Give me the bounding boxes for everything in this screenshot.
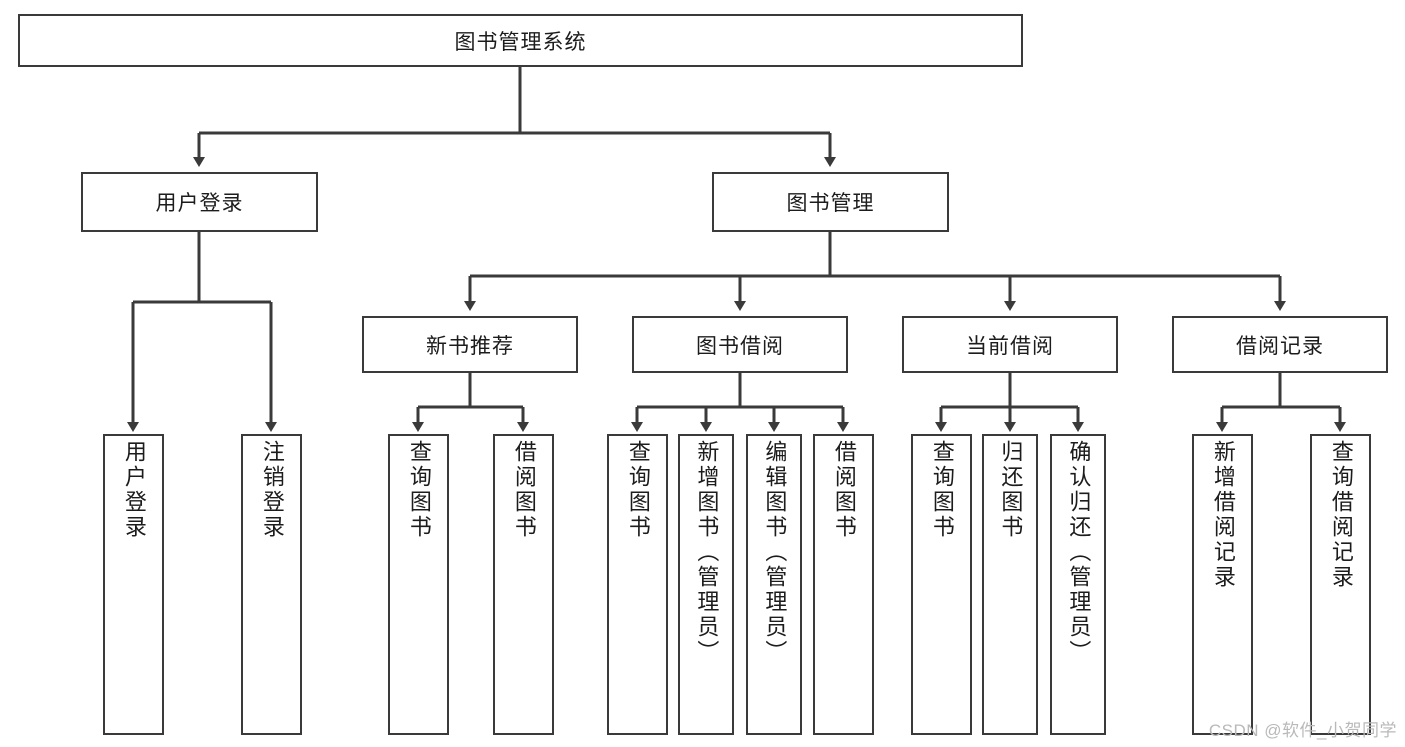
node-label: 图书管理 bbox=[786, 192, 875, 215]
node-current-borrow[interactable]: 当前借阅 bbox=[902, 316, 1118, 373]
node-leaf-borrow-book-2[interactable]: 借阅图书 bbox=[813, 434, 874, 735]
node-label: 查询图书 bbox=[625, 440, 651, 540]
node-label: 查询图书 bbox=[929, 440, 955, 540]
node-label: 用户登录 bbox=[121, 440, 147, 540]
node-book-management[interactable]: 图书管理 bbox=[712, 172, 949, 232]
node-label: 图书借阅 bbox=[696, 334, 784, 358]
node-leaf-borrow-book-1[interactable]: 借阅图书 bbox=[493, 434, 554, 735]
node-label: 新增图书（管理员） bbox=[694, 440, 720, 665]
node-label: 借阅图书 bbox=[831, 440, 857, 540]
node-user-login[interactable]: 用户登录 bbox=[81, 172, 318, 232]
node-leaf-query-book-1[interactable]: 查询图书 bbox=[388, 434, 449, 735]
node-leaf-return-book[interactable]: 归还图书 bbox=[982, 434, 1038, 735]
node-label: 当前借阅 bbox=[966, 334, 1054, 358]
node-label: 新增借阅记录 bbox=[1210, 440, 1236, 590]
node-leaf-query-book-3[interactable]: 查询图书 bbox=[911, 434, 972, 735]
node-label: 确认归还（管理员） bbox=[1066, 440, 1092, 665]
csdn-watermark: CSDN @软件_小贺同学 bbox=[1208, 721, 1397, 740]
node-leaf-add-book[interactable]: 新增图书（管理员） bbox=[678, 434, 734, 735]
node-leaf-edit-book[interactable]: 编辑图书（管理员） bbox=[746, 434, 802, 735]
node-label: 编辑图书（管理员） bbox=[762, 440, 788, 665]
node-leaf-logout[interactable]: 注销登录 bbox=[241, 434, 302, 735]
node-leaf-add-record[interactable]: 新增借阅记录 bbox=[1192, 434, 1253, 735]
node-label: 注销登录 bbox=[259, 440, 285, 540]
node-leaf-confirm-return[interactable]: 确认归还（管理员） bbox=[1050, 434, 1106, 735]
node-new-book-recommend[interactable]: 新书推荐 bbox=[362, 316, 578, 373]
node-label: 归还图书 bbox=[998, 440, 1024, 540]
node-borrow-record[interactable]: 借阅记录 bbox=[1172, 316, 1388, 373]
node-label: 借阅记录 bbox=[1236, 334, 1324, 358]
node-leaf-user-login[interactable]: 用户登录 bbox=[103, 434, 164, 735]
node-leaf-query-record[interactable]: 查询借阅记录 bbox=[1310, 434, 1371, 735]
node-label: 查询图书 bbox=[406, 440, 432, 540]
node-label: 用户登录 bbox=[155, 192, 244, 215]
node-leaf-query-book-2[interactable]: 查询图书 bbox=[607, 434, 668, 735]
node-book-borrow[interactable]: 图书借阅 bbox=[632, 316, 848, 373]
node-book-management-system[interactable]: 图书管理系统 bbox=[18, 14, 1023, 67]
node-label: 新书推荐 bbox=[426, 334, 514, 358]
node-label: 借阅图书 bbox=[511, 440, 537, 540]
node-label: 图书管理系统 bbox=[454, 30, 587, 54]
node-label: 查询借阅记录 bbox=[1328, 440, 1354, 590]
